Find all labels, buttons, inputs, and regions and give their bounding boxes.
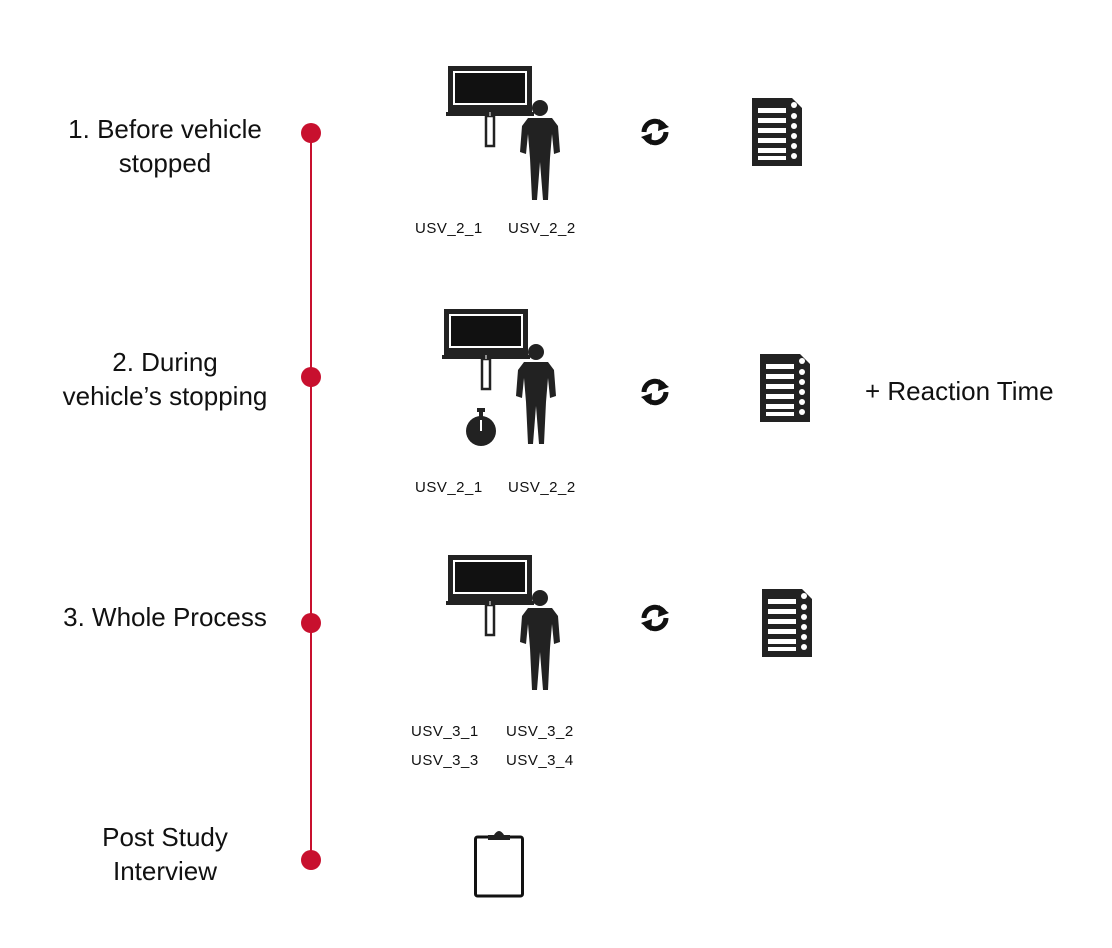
timeline-dot-2	[301, 367, 321, 387]
step-3-code-3: USV_3_3	[411, 752, 479, 769]
step-4-label: Post Study Interview	[35, 820, 295, 888]
reaction-time-label: + Reaction Time	[865, 376, 1054, 406]
step-3-label-line1: 3. Whole Process	[63, 602, 267, 632]
step-3-label: 3. Whole Process	[35, 600, 295, 634]
person-icon	[516, 344, 556, 444]
questionnaire-icon	[760, 354, 810, 422]
timeline-dot-3	[301, 613, 321, 633]
timeline-line	[310, 130, 312, 860]
step-3-code-2: USV_3_2	[506, 723, 574, 740]
questionnaire-icon	[762, 589, 812, 657]
step-1-label-line1: 1. Before vehicle	[68, 114, 262, 144]
step-2-code-1: USV_2_1	[415, 479, 483, 496]
refresh-icon	[640, 117, 670, 147]
clipboard-icon	[474, 831, 524, 898]
step-1-label-line2: stopped	[118, 148, 212, 178]
step-4-label-line1: Post Study	[102, 822, 228, 852]
step-2-code-2: USV_2_2	[508, 479, 576, 496]
refresh-icon	[640, 377, 670, 407]
step-1-code-2: USV_2_2	[508, 220, 576, 237]
refresh-icon	[640, 603, 670, 633]
questionnaire-icon	[752, 98, 802, 166]
person-icon	[520, 590, 560, 690]
step-3-code-1: USV_3_1	[411, 723, 479, 740]
step-1-label: 1. Before vehicle stopped	[35, 112, 295, 180]
step-4-label-line2: Interview	[112, 856, 218, 886]
timeline-dot-4	[301, 850, 321, 870]
step-2-label-line1: 2. During	[112, 347, 218, 377]
stopwatch-icon	[466, 408, 496, 446]
person-icon	[520, 100, 560, 200]
step-1-code-1: USV_2_1	[415, 220, 483, 237]
step-2-label-line2: vehicle’s stopping	[62, 381, 268, 411]
step-3-code-4: USV_3_4	[506, 752, 574, 769]
timeline-dot-1	[301, 123, 321, 143]
step-2-label: 2. During vehicle’s stopping	[35, 345, 295, 413]
